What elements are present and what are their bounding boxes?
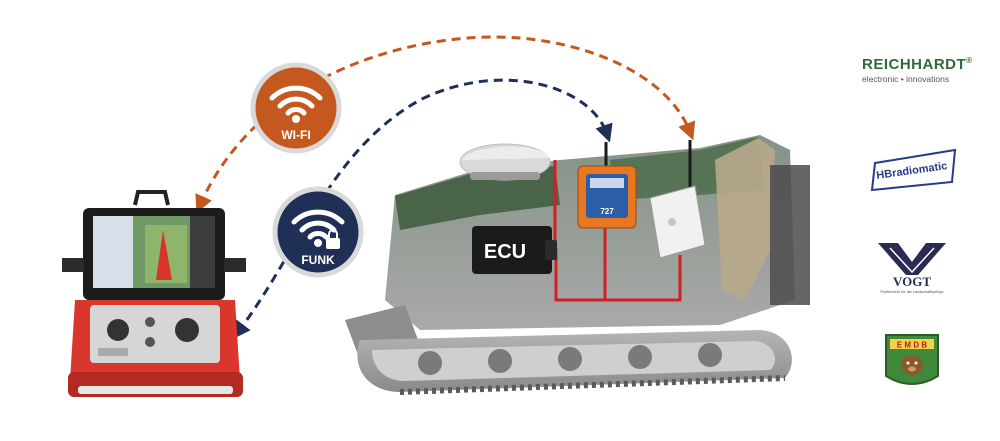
hb-radiomatic-logo: HBradiomatic: [870, 148, 957, 192]
ecu-unit: ECU: [472, 226, 557, 274]
vogt-logo-text: VOGT: [893, 274, 931, 289]
emdb-logo-text: E M D B: [897, 341, 927, 350]
gps-antenna-dome: [459, 143, 551, 181]
animal-mascot-icon: [901, 355, 923, 375]
receiver-model-label: 727: [600, 207, 614, 216]
wifi-icon: [269, 85, 323, 116]
radio-receiver-unit: 727: [577, 142, 637, 229]
registered-mark: ®: [966, 56, 973, 65]
emdb-logo: E M D B: [885, 334, 939, 385]
wifi-badge-label: WI-FI: [281, 128, 310, 142]
funk-badge: FUNK: [272, 186, 364, 278]
lock-icon: [326, 229, 340, 249]
wifi-icon: [291, 209, 345, 240]
reichhardt-logo: REICHHARDT® electronic • innovations: [862, 56, 982, 96]
wifi-module-unit: [649, 140, 706, 259]
wifi-badge: WI-FI: [250, 62, 342, 154]
reichhardt-tagline: electronic • innovations: [862, 74, 950, 84]
vogt-logo: VOGT Profitechnik für die Landschaftspfl…: [878, 243, 946, 294]
vogt-tagline: Profitechnik für die Landschaftspflege: [880, 290, 943, 294]
tracked-mower-machine: [345, 135, 810, 395]
ecu-label: ECU: [484, 241, 526, 263]
reichhardt-logo-text: REICHHARDT: [862, 56, 967, 73]
funk-badge-label: FUNK: [301, 253, 335, 267]
remote-control-unit: [62, 190, 246, 397]
